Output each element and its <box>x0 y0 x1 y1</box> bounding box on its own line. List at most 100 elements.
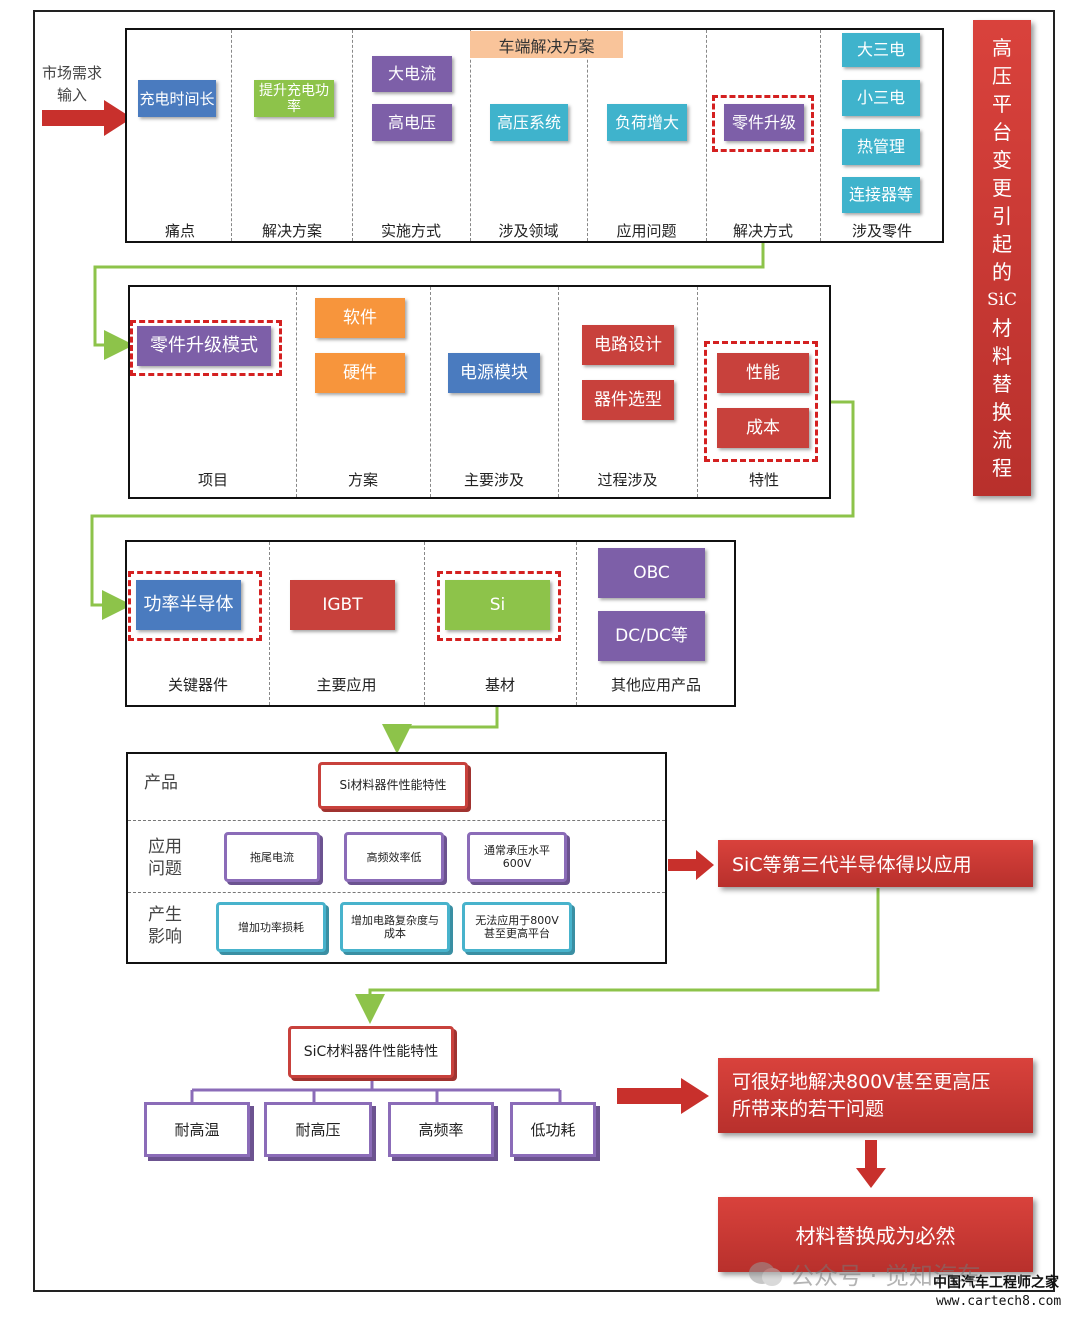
item-highlight <box>130 320 282 376</box>
side-title-char: 替 <box>992 372 1012 396</box>
wechat-watermark: 公众号 · 觉知汽车 <box>748 1256 981 1291</box>
problem-box: 负荷增大 <box>607 104 687 141</box>
row1-col-label: 涉及零件 <box>851 222 912 240</box>
row1-sep <box>470 30 471 241</box>
row2-sep <box>430 287 431 497</box>
row4-result-banner: SiC等第三代半导体得以应用 <box>718 840 1033 887</box>
row4-side-effect-line: 产生 <box>148 905 182 925</box>
domain-box: 高压系统 <box>490 104 568 141</box>
feature-card: 高频率 <box>388 1102 494 1157</box>
row4-side-problem: 应用 问题 <box>148 836 182 880</box>
row5-result-banner: 可很好地解决800V甚至更高压 所带来的若干问题 <box>718 1058 1033 1133</box>
part-box: 热管理 <box>842 129 920 165</box>
app-box: IGBT <box>290 580 395 630</box>
row3-sep <box>576 542 577 705</box>
effect-card-line: 增加电路复杂度与 <box>351 914 439 927</box>
row1-col-label: 解决方案 <box>261 222 322 240</box>
side-title-char: 更 <box>992 176 1012 200</box>
row3-col-label: 主要应用 <box>316 676 377 694</box>
side-title-char: 材 <box>992 316 1012 340</box>
method-highlight <box>712 95 814 152</box>
row4-side-effect: 产生 影响 <box>148 904 182 948</box>
row4-hsep <box>128 820 665 821</box>
sic-title-card: SiC材料器件性能特性 <box>288 1026 454 1078</box>
effect-card: 增加电路复杂度与 成本 <box>340 902 450 952</box>
row2-sep <box>558 287 559 497</box>
trait-box-cost: 成本 <box>717 408 809 448</box>
market-input-label: 市场需求 输入 <box>36 62 108 106</box>
side-title-char: 的 <box>992 260 1012 284</box>
row1-sep <box>820 30 821 241</box>
main-box: 电源模块 <box>448 353 540 393</box>
row1-sep <box>706 30 707 241</box>
si-title-card: Si材料器件性能特性 <box>318 762 468 809</box>
row1-sep <box>587 30 588 241</box>
market-line1: 市场需求 <box>41 64 102 82</box>
side-title-char: 换 <box>992 400 1012 424</box>
effect-card: 无法应用于800V 甚至更高平台 <box>462 902 572 952</box>
side-title-char: 起 <box>992 232 1012 256</box>
side-title-char: 程 <box>992 456 1012 480</box>
other-box-dcdc: DC/DC等 <box>598 611 705 661</box>
row4-hsep <box>128 892 665 893</box>
pain-box: 充电时间长 <box>138 80 216 117</box>
impl-box-voltage: 高电压 <box>372 104 452 141</box>
row4-side-problem-line: 问题 <box>148 859 182 879</box>
traits-highlight <box>704 341 818 462</box>
key-highlight <box>128 571 262 641</box>
row2-col-label: 方案 <box>347 471 378 489</box>
site-watermark-url: www.cartech8.com <box>936 1294 1062 1309</box>
row4-side-product: 产品 <box>144 773 178 793</box>
problem-card: 通常承压水平 600V <box>467 832 567 882</box>
feature-card: 耐高温 <box>144 1102 250 1157</box>
process-box-select: 器件选型 <box>582 380 674 420</box>
problem-card: 拖尾电流 <box>224 832 320 882</box>
row1-col-label: 涉及领域 <box>498 222 559 240</box>
side-title-char: 引 <box>992 204 1012 228</box>
part-box: 小三电 <box>842 80 920 116</box>
wechat-icon <box>749 1261 782 1286</box>
impl-box-current: 大电流 <box>372 56 452 92</box>
site-watermark-cn: 中国汽车工程师之家 <box>933 1275 1059 1291</box>
base-box: Si <box>445 580 550 630</box>
side-title-char: SiC <box>986 290 1018 310</box>
feature-card: 耐高压 <box>264 1102 372 1157</box>
row1-col-label: 实施方式 <box>380 222 441 240</box>
process-box-circuit: 电路设计 <box>582 325 674 365</box>
side-title-char: 高 <box>992 36 1012 60</box>
row3-col-label: 关键器件 <box>167 676 228 694</box>
market-line2: 输入 <box>56 86 87 104</box>
solve-arrow-icon <box>617 1078 709 1114</box>
row1-header: 车端解决方案 <box>470 31 623 58</box>
effect-card-line: 成本 <box>384 927 406 940</box>
down-arrow-icon <box>856 1140 886 1188</box>
outer-frame <box>33 10 1055 1292</box>
side-title-char: 台 <box>992 120 1012 144</box>
trait-box-performance: 性能 <box>717 353 809 393</box>
result-arrow-icon <box>668 850 714 880</box>
effect-card: 增加功率损耗 <box>216 902 326 952</box>
side-title-char: 料 <box>992 344 1012 368</box>
row2-col-label: 主要涉及 <box>463 471 524 489</box>
part-box: 大三电 <box>842 33 920 67</box>
row4-side-effect-line: 影响 <box>148 927 182 947</box>
problem-card: 高频效率低 <box>344 832 444 882</box>
problem-card-line: 600V <box>502 857 532 870</box>
problem-card-line: 通常承压水平 <box>484 844 550 857</box>
plan-box-hardware: 硬件 <box>315 353 405 393</box>
market-arrow-icon <box>42 100 132 136</box>
row2-sep <box>296 287 297 497</box>
row5-result-line: 可很好地解决800V甚至更高压 <box>732 1070 991 1093</box>
row3-col-label: 基材 <box>484 676 515 694</box>
row2-sep <box>697 287 698 497</box>
side-title: 高 压 平 台 变 更 引 起 的 SiC 材 料 替 换 流 程 <box>973 20 1031 496</box>
solution-box: 提升充电功率 <box>254 80 334 117</box>
other-box-obc: OBC <box>598 548 705 598</box>
side-title-char: 流 <box>992 428 1012 452</box>
effect-card-line: 甚至更高平台 <box>484 927 550 940</box>
row1-col-label: 痛点 <box>164 222 195 240</box>
row4-side-problem-line: 应用 <box>148 837 182 857</box>
row1-sep <box>352 30 353 241</box>
side-title-char: 平 <box>992 92 1012 116</box>
side-title-char: 压 <box>992 64 1012 88</box>
